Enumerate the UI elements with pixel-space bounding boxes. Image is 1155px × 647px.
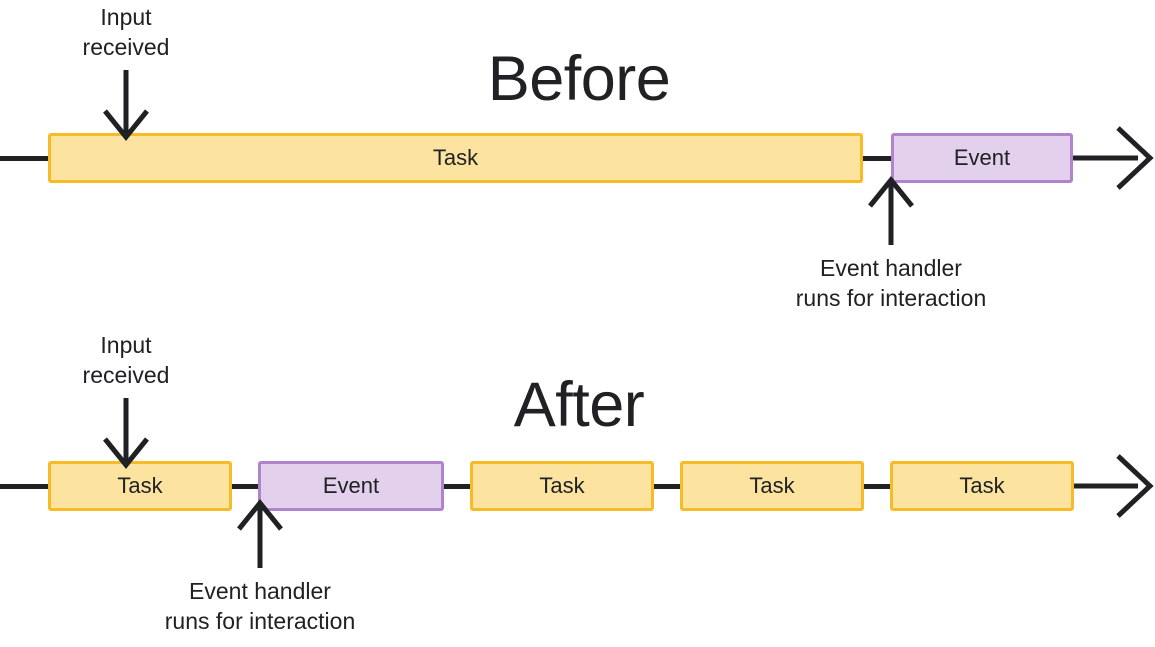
- annotation-label-input-received: Input received: [82, 4, 170, 60]
- task-block[interactable]: Task: [48, 461, 232, 511]
- annotation-label-event-handler: Event handler runs for interaction: [164, 578, 356, 634]
- task-block[interactable]: Task: [890, 461, 1074, 511]
- timeline-connector: [863, 156, 891, 161]
- task-block[interactable]: Task: [48, 133, 863, 183]
- section-title-before: Before: [487, 44, 671, 114]
- event-block[interactable]: Event: [258, 461, 444, 511]
- timeline-connector: [444, 484, 470, 489]
- task-block-label: Task: [432, 145, 479, 170]
- task-block[interactable]: Task: [680, 461, 864, 511]
- annotation-label-input-received: Input received: [82, 332, 170, 388]
- task-block-label: Task: [749, 473, 795, 498]
- event-block-label: Event: [322, 473, 380, 498]
- timeline-axis-arrowhead: [1116, 454, 1154, 518]
- timeline-axis-arrowhead: [1116, 126, 1154, 190]
- task-block[interactable]: Task: [470, 461, 654, 511]
- timeline-connector: [654, 484, 680, 489]
- event-block-label: Event: [953, 145, 1011, 170]
- section-title-after: After: [513, 370, 645, 440]
- annotation-arrowhead-event-handler: [868, 176, 914, 208]
- timeline-connector: [232, 484, 258, 489]
- timeline-connector: [0, 156, 48, 161]
- task-block-label: Task: [539, 473, 585, 498]
- timeline-connector: [864, 484, 890, 489]
- task-block-label: Task: [117, 473, 163, 498]
- timeline-connector: [0, 484, 48, 489]
- task-block-label: Task: [959, 473, 1005, 498]
- event-block[interactable]: Event: [891, 133, 1073, 183]
- annotation-label-event-handler: Event handler runs for interaction: [795, 255, 987, 311]
